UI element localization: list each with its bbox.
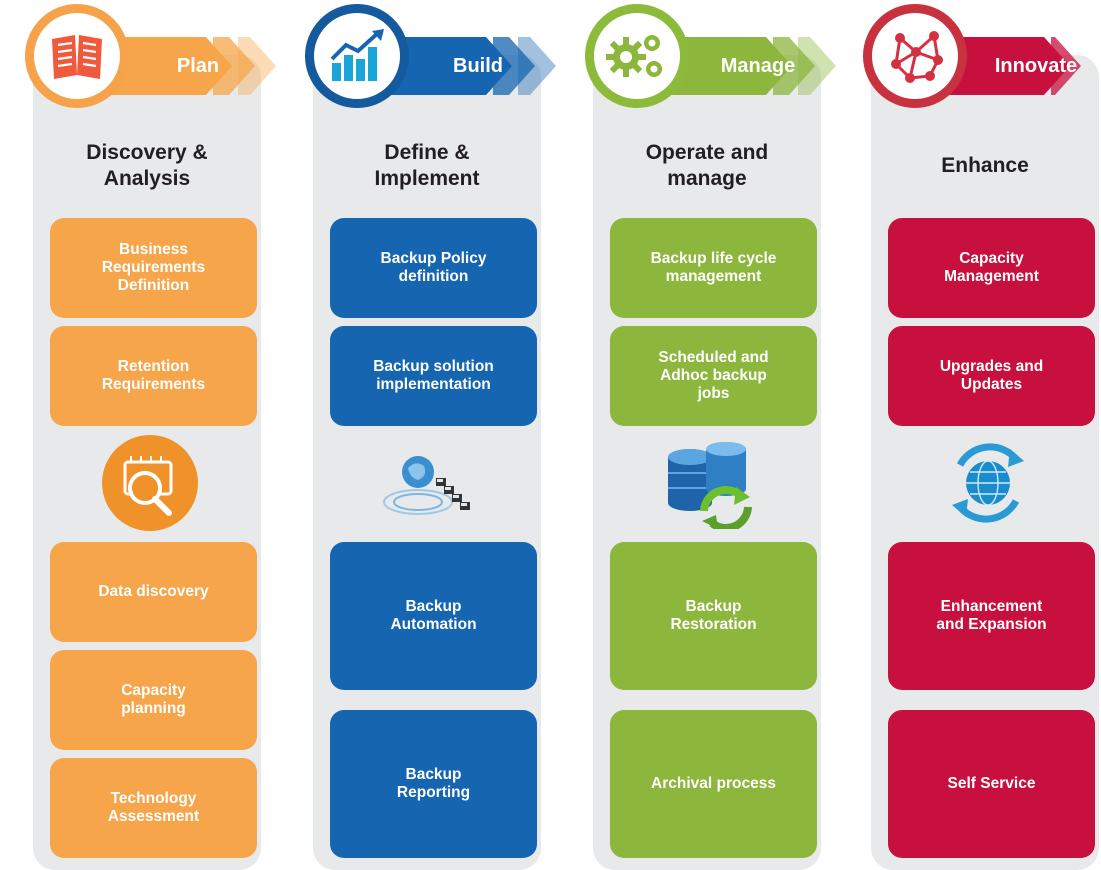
- step-box: Backup Restoration: [610, 542, 817, 690]
- column-title: Enhance: [941, 154, 1029, 177]
- database-sync-icon: [655, 433, 765, 533]
- column-plan: Plan Discovery & Analysis Business Requi…: [25, 0, 263, 870]
- step-box: Scheduled and Adhoc backup jobs: [610, 326, 817, 426]
- step-box: Upgrades and Updates: [888, 326, 1095, 426]
- step-box: Technology Assessment: [50, 758, 257, 858]
- phase-circle: [585, 4, 689, 108]
- step-box: Backup Policy definition: [330, 218, 537, 318]
- column-manage: Manage Operate and manage Backup life cy…: [585, 0, 823, 870]
- step-box: Self Service: [888, 710, 1095, 858]
- gears-icon: [606, 35, 662, 77]
- growth-chart-icon: [330, 29, 384, 81]
- column-innovate: Innovate Enhance Capacity Management Upg…: [863, 0, 1101, 870]
- step-box: Data discovery: [50, 542, 257, 642]
- phase-circle: [863, 4, 967, 108]
- step-box: Backup Reporting: [330, 710, 537, 858]
- step-box: Business Requirements Definition: [50, 218, 257, 318]
- step-box: Backup solution implementation: [330, 326, 537, 426]
- phase-label: Build: [453, 55, 503, 77]
- phase-circle: [305, 4, 409, 108]
- phase-circle: [25, 4, 129, 108]
- network-nodes-icon: [891, 31, 943, 83]
- step-box: Retention Requirements: [50, 326, 257, 426]
- step-box: Backup Automation: [330, 542, 537, 690]
- phase-label: Plan: [176, 55, 220, 77]
- book-icon: [52, 35, 102, 79]
- column-build: Build Define & Implement Backup Policy d…: [305, 0, 543, 870]
- step-box: Enhancement and Expansion: [888, 542, 1095, 690]
- phase-label: Manage: [720, 55, 796, 77]
- magnifier-chip-icon: [95, 433, 205, 533]
- column-title: Define & Implement: [374, 141, 480, 190]
- column-title: Operate and manage: [645, 141, 769, 190]
- globe-refresh-icon: [933, 433, 1043, 533]
- network-globe-icon: [375, 433, 485, 533]
- step-box: Archival process: [610, 710, 817, 858]
- column-title: Discovery & Analysis: [86, 141, 208, 190]
- step-box: Capacity Management: [888, 218, 1095, 318]
- phase-label: Innovate: [994, 55, 1078, 77]
- step-box: Backup life cycle management: [610, 218, 817, 318]
- step-box: Capacity planning: [50, 650, 257, 750]
